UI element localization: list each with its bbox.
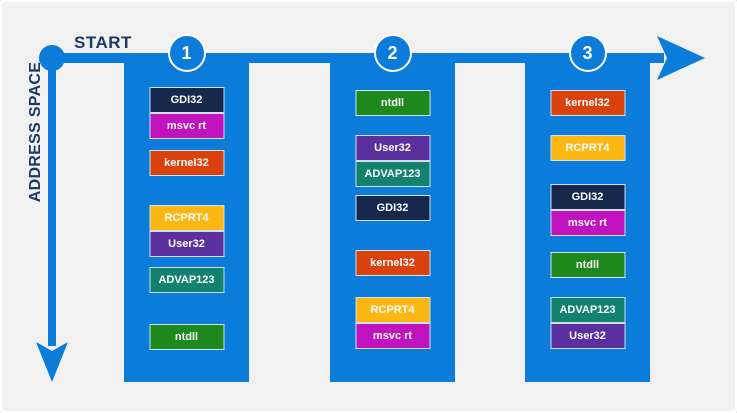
module-box-ntdll: ntdll [355, 90, 430, 116]
address-space-axis-line [48, 58, 56, 346]
module-box-kernel32: kernel32 [550, 90, 625, 116]
module-box-msvcrt: msvc rt [355, 323, 430, 349]
module-box-kernel32: kernel32 [355, 250, 430, 276]
step-number: 3 [582, 42, 593, 63]
address-space-label: ADDRESS SPACE [27, 61, 44, 203]
module-box-rcprt4: RCPRT4 [149, 205, 224, 231]
module-box-msvcrt: msvc rt [550, 210, 625, 236]
module-box-gdi32: GDI32 [149, 87, 224, 113]
arrow-down-icon [36, 342, 68, 382]
aslr-column-3: 3 kernel32 RCPRT4 GDI32 msvc rt ntdll AD… [525, 34, 650, 382]
start-label: START [74, 33, 132, 52]
aslr-column-2: 2 ntdll User32 ADVAP123 GDI32 kernel32 R… [330, 34, 455, 382]
step-badge-1: 1 [167, 34, 206, 72]
module-box-user32: User32 [149, 231, 224, 257]
module-box-gdi32: GDI32 [355, 195, 430, 221]
aslr-column-1: 1 GDI32 msvc rt kernel32 RCPRT4 User32 A… [124, 34, 249, 382]
module-box-kernel32: kernel32 [149, 150, 224, 176]
module-box-msvcrt: msvc rt [149, 113, 224, 139]
module-box-user32: User32 [550, 323, 625, 349]
module-box-rcprt4: RCPRT4 [355, 297, 430, 323]
step-badge-3: 3 [568, 34, 607, 72]
module-box-rcprt4: RCPRT4 [550, 135, 625, 161]
module-box-user32: User32 [355, 135, 430, 161]
module-box-ntdll: ntdll [550, 252, 625, 278]
module-box-advap123: ADVAP123 [149, 267, 224, 293]
module-box-advap123: ADVAP123 [550, 297, 625, 323]
module-box-gdi32: GDI32 [550, 184, 625, 210]
arrow-right-icon [657, 36, 705, 80]
step-number: 2 [387, 42, 398, 63]
module-box-ntdll: ntdll [149, 324, 224, 350]
module-box-advap123: ADVAP123 [355, 161, 430, 187]
step-number: 1 [181, 42, 192, 63]
step-badge-2: 2 [373, 34, 412, 72]
